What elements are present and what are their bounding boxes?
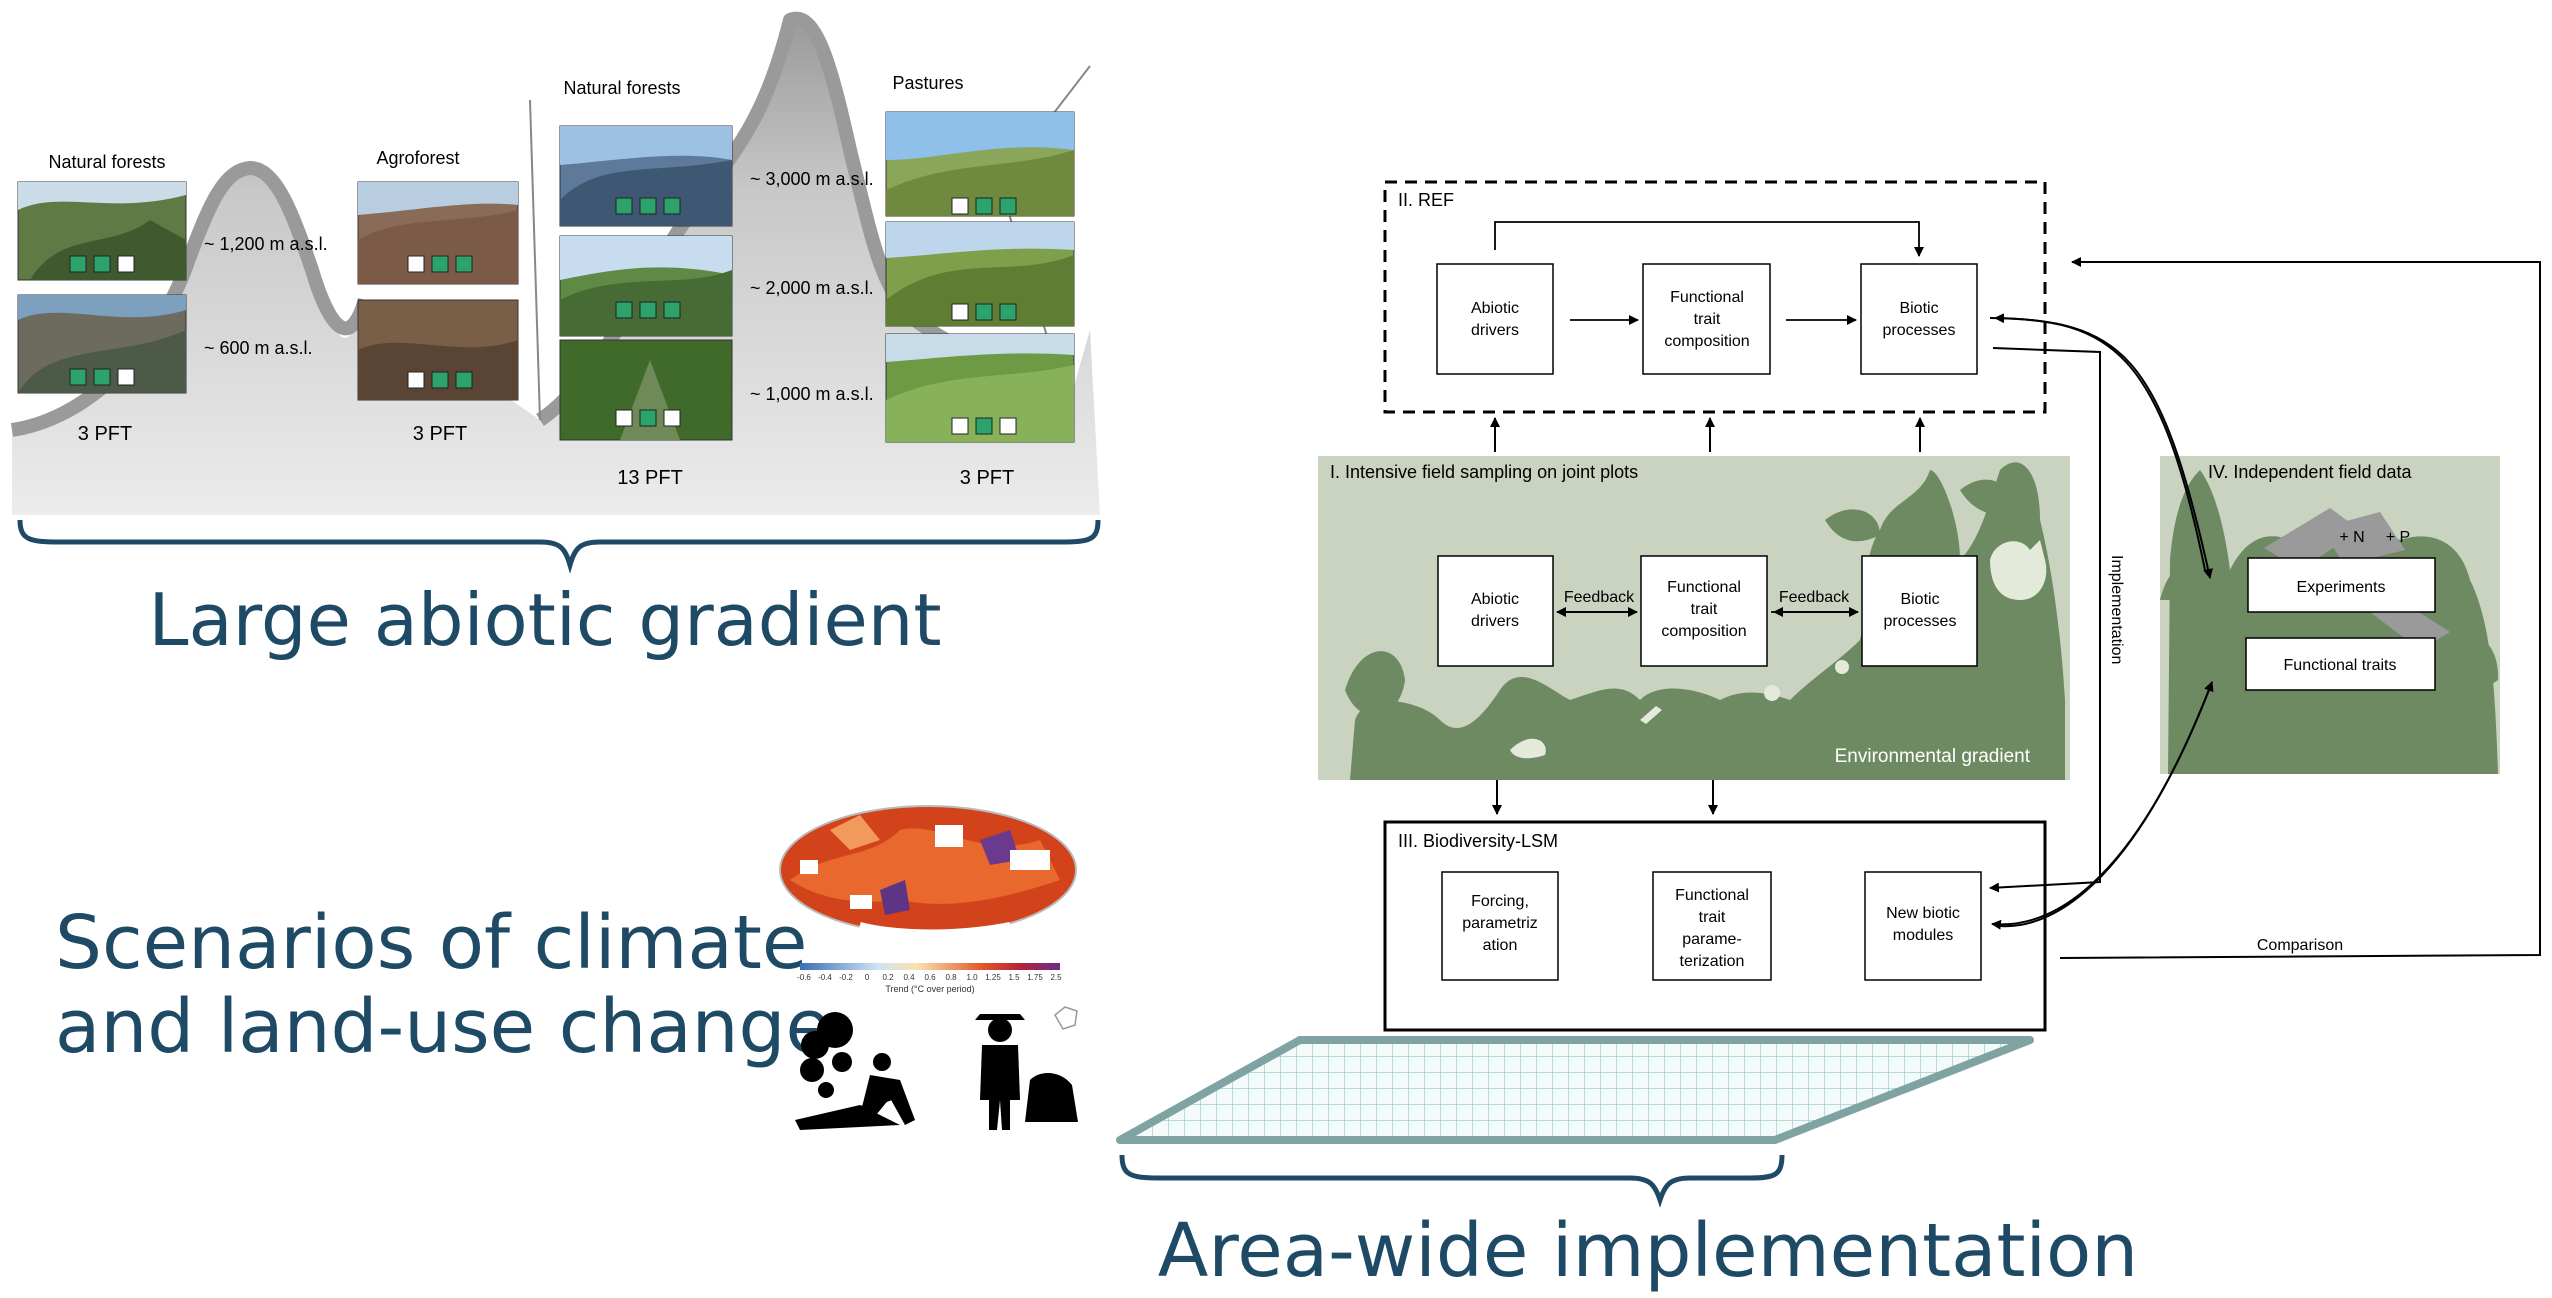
- elevation-3000: ~ 3,000 m a.s.l.: [750, 169, 874, 189]
- svg-text:Functional traits: Functional traits: [2284, 657, 2397, 674]
- fauna-icons: [1510, 540, 2047, 759]
- gradient-title: Large abiotic gradient: [148, 578, 941, 662]
- mountain-silhouette: [12, 18, 1100, 515]
- gradient-brace: [17, 519, 1101, 574]
- map-legend-tick: 1.25: [985, 973, 1001, 982]
- photo-agroforest-1: [357, 181, 519, 285]
- elevation-600: ~ 600 m a.s.l.: [204, 338, 313, 358]
- pft-count-2: 3 PFT: [413, 423, 467, 445]
- pft-count-4: 3 PFT: [960, 467, 1014, 489]
- scenarios-title-line1: Scenarios of climate: [55, 900, 807, 986]
- plot-markers: [69, 197, 1017, 435]
- site-label-natural-forests-2: Natural forests: [563, 78, 680, 98]
- independent-panel: IV. Independent field data + N + P Exper…: [2160, 456, 2500, 774]
- functional-traits-box: Functional traits: [2245, 637, 2436, 691]
- map-legend-tick: -0.6: [797, 973, 811, 982]
- ref-arrow-abiotic-biotic: [1494, 221, 1924, 257]
- implementation-arrow: [1989, 347, 2101, 893]
- intensive-title: I. Intensive field sampling on joint plo…: [1330, 462, 1638, 482]
- map-legend-tick: 0.4: [903, 973, 915, 982]
- map-legend-tick: 1.5: [1008, 973, 1020, 982]
- elevation-1200: ~ 1,200 m a.s.l.: [204, 234, 328, 254]
- implementation-title: Area-wide implementation: [1158, 1208, 2138, 1294]
- mountain-gradient-panel: Natural forests Agroforest Natural fores…: [10, 11, 1101, 662]
- photo-natural-forest-600: [17, 294, 187, 394]
- photo-natural-forest-3000: [559, 125, 733, 227]
- area-grid-panel: Area-wide implementation: [1116, 1036, 2138, 1294]
- map-legend-tick: 1.75: [1027, 973, 1043, 982]
- elevation-2000: ~ 2,000 m a.s.l.: [750, 278, 874, 298]
- land-use-icons: [795, 1006, 1078, 1130]
- connecting-arrows: [1490, 257, 2541, 959]
- plus-n-label: + N: [2339, 529, 2364, 546]
- map-legend-tick: -0.2: [839, 973, 853, 982]
- feedback-label-2: Feedback: [1779, 589, 1850, 606]
- site-label-natural-forests-1: Natural forests: [48, 152, 165, 172]
- implementation-label: Implementation: [2108, 555, 2125, 664]
- intensive-sampling-panel: I. Intensive field sampling on joint plo…: [1318, 456, 2070, 780]
- scenarios-title-line2: and land-use change: [55, 984, 831, 1070]
- implementation-grid: [1116, 1036, 2034, 1144]
- comparison-label: Comparison: [2257, 937, 2343, 954]
- implementation-brace: [1119, 1154, 1785, 1208]
- map-legend-tick: 0.8: [945, 973, 957, 982]
- environmental-gradient-label: Environmental gradient: [1835, 746, 2031, 767]
- map-legend-title: Trend (°C over period): [885, 984, 974, 994]
- arrow-traits-lsm: [1991, 681, 2213, 930]
- site-label-agroforest: Agroforest: [376, 148, 459, 168]
- pft-count-3: 13 PFT: [617, 467, 683, 489]
- climate-trend-map: -0.6 -0.4 -0.2 0 0.2 0.4 0.6 0.8 1.0 1.25 1.5 1.75 2…: [779, 805, 1077, 994]
- plus-p-label: + P: [2386, 529, 2410, 546]
- ref-title: II. REF: [1398, 190, 1454, 210]
- arrow-independent-ref: [1994, 313, 2206, 571]
- map-legend-tick: 0.2: [882, 973, 894, 982]
- svg-text:Experiments: Experiments: [2297, 579, 2386, 596]
- lsm-panel: III. Biodiversity-LSM Forcing,parametriz…: [1383, 820, 2047, 1032]
- photo-natural-forest-2000: [559, 235, 733, 337]
- photo-natural-forest-1200: [17, 181, 187, 281]
- feedback-label-1: Feedback: [1564, 589, 1635, 606]
- independent-title: IV. Independent field data: [2208, 462, 2413, 482]
- scenarios-panel: Scenarios of climate and land-use change…: [55, 805, 1078, 1130]
- lsm-title: III. Biodiversity-LSM: [1398, 831, 1558, 851]
- elevation-1000: ~ 1,000 m a.s.l.: [750, 384, 874, 404]
- pft-count-1: 3 PFT: [78, 423, 132, 445]
- photo-agroforest-2: [357, 299, 519, 401]
- map-legend-tick: 1.0: [966, 973, 978, 982]
- map-legend-tick: -0.4: [818, 973, 832, 982]
- map-legend-tick: 0.6: [924, 973, 936, 982]
- map-legend-ticks: -0.6 -0.4 -0.2 0 0.2 0.4 0.6 0.8 1.0 1.25 1.5 1.75 2…: [797, 973, 1062, 982]
- site-label-pastures: Pastures: [892, 73, 963, 93]
- experiments-box: Experiments: [2247, 557, 2436, 613]
- map-legend-tick: 2.5: [1050, 973, 1062, 982]
- map-legend-tick: 0: [865, 973, 870, 982]
- comparison-arrow: [2059, 257, 2541, 959]
